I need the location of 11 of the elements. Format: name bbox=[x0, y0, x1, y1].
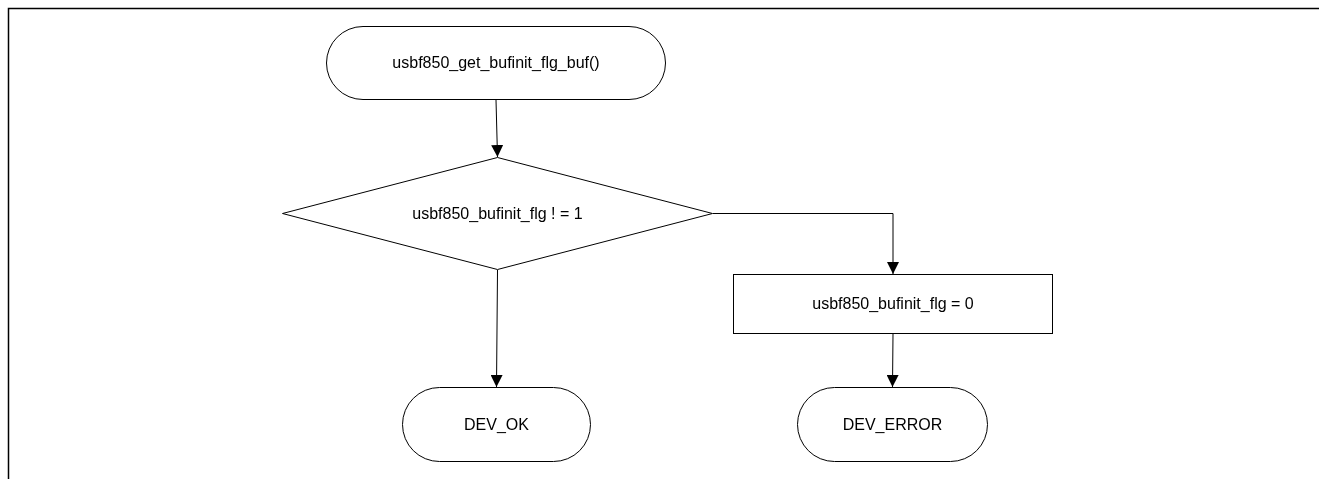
node-label: usbf850_bufinit_flg ! = 1 bbox=[412, 203, 583, 224]
arrow bbox=[491, 99, 504, 158]
arrow bbox=[712, 213, 899, 275]
decision-diamond bbox=[282, 157, 713, 270]
arrow bbox=[490, 269, 503, 388]
process-box bbox=[733, 274, 1053, 334]
node-label: DEV_OK bbox=[464, 414, 529, 435]
node-label: usbf850_bufinit_flg = 0 bbox=[812, 294, 974, 314]
node-label: usbf850_get_bufinit_flg_buf() bbox=[392, 53, 600, 73]
node-label: DEV_ERROR bbox=[842, 414, 943, 435]
arrow bbox=[886, 333, 899, 388]
